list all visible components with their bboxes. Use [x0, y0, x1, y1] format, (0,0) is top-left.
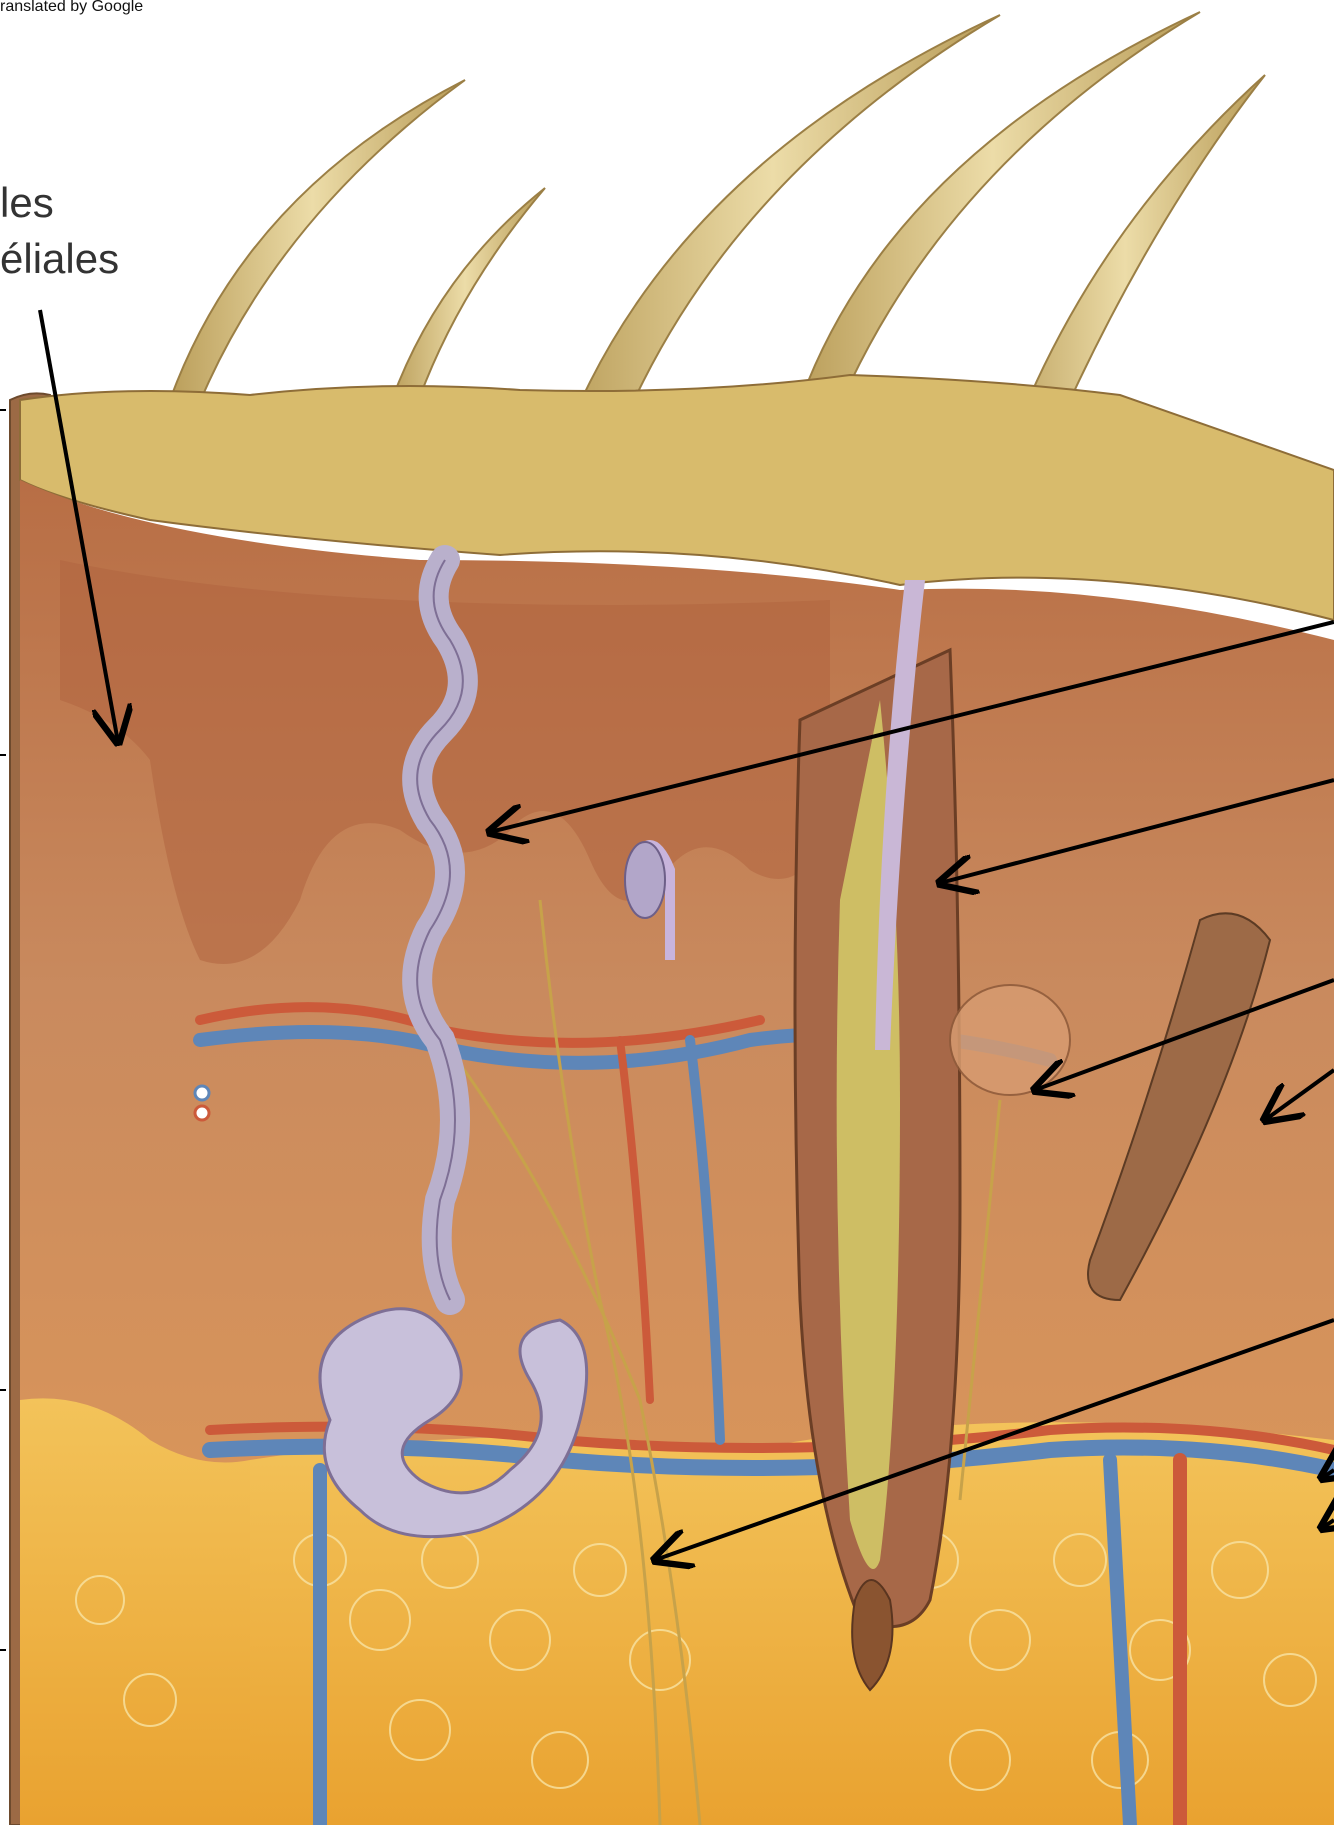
vessel-end-2: [195, 1106, 209, 1120]
sebaceous-gland: [950, 985, 1070, 1095]
vessel-end-1: [195, 1086, 209, 1100]
margin-ticks: [0, 410, 6, 1650]
touch-corpuscle: [625, 842, 665, 918]
hypodermis-fat: [20, 1398, 250, 1825]
